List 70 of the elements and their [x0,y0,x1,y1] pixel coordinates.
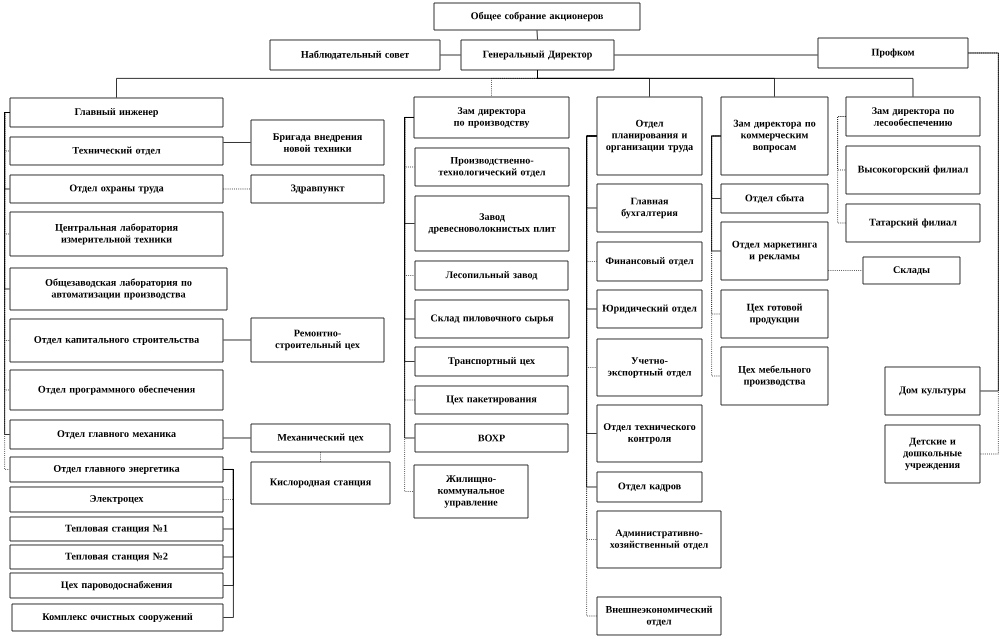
org-box: Профком [817,37,969,69]
org-box: Отдел планирования и организации труда [596,96,703,176]
org-box: Отдел программного обеспечения [9,369,224,411]
org-box: Отдел капитального строительства [9,318,224,363]
org-box: Отдел маркетинга и рекламы [720,221,829,281]
org-box: Транспортный цех [414,346,569,377]
org-box: Зам директора по производству [413,96,570,139]
org-box: Тепловая станция №1 [9,516,224,542]
org-box: Учетно-экспортный отдел [596,338,703,397]
connector-line [537,70,914,97]
org-box: Цех готовой продукции [720,289,829,339]
org-box: Административно-хозяйственный отдел [596,510,722,569]
org-box: Бригада внедрения новой техники [250,119,385,166]
org-box: Цех пароводоснабжения [9,572,224,599]
org-box: ВОХР [414,423,569,453]
org-box: Здравпункт [250,174,385,204]
org-box: Общезаводская лаборатория по автоматизации производства [9,267,228,311]
org-box: Главная бухгалтерия [596,183,703,233]
org-box: Центральная лаборатория измерительной техники [9,211,224,257]
org-box: Дом культуры [884,366,981,416]
org-box: Производственно-технологический отдел [414,147,570,187]
connector-line [837,116,846,224]
org-box: Отдел главного механика [9,419,224,450]
org-box: Высокогорский филиал [845,145,981,195]
org-box: Электроцех [9,486,224,513]
connector-line [711,135,721,377]
org-box: Цех мебельного производства [720,346,829,406]
org-box: Генеральный Директор [460,39,615,71]
org-box: Комплекс очистных сооружений [11,603,224,632]
org-box: Механический цех [250,423,391,453]
org-box: Завод древесноволокнистых плит [414,195,570,252]
org-box: Склады [862,256,961,285]
connector-line [586,135,597,617]
org-box: Наблюдательный совет [269,39,441,71]
org-box: Татарский филиал [845,203,981,243]
connector-line [223,339,251,341]
org-box: Жилищно-коммунальное управление [413,464,529,519]
org-box: Главный инженер [9,97,224,128]
org-box: Лесопильный завод [414,260,569,291]
connector-line [614,54,818,56]
org-box: Финансовый отдел [596,241,703,282]
org-box: Тепловая станция №2 [9,544,224,570]
org-box: Отдел сбыта [720,183,829,214]
org-box: Отдел охраны труда [9,174,224,204]
org-box: Отдел технического контроля [596,404,703,463]
org-box: Общее собрание акционеров [433,2,641,31]
connector-line [536,30,538,40]
org-box: Ремонтно-строительный цех [250,317,385,363]
org-box: Кислородная станция [250,461,391,505]
connector-line [711,135,721,252]
org-box: Склад пиловочного сырья [414,299,570,339]
connector-line [968,52,999,392]
org-box: Детские и дошкольные учреждения [884,424,981,484]
org-box: Технический отдел [9,136,224,166]
connector-line [223,188,251,190]
connector-line [320,452,321,462]
org-box: Цех пакетирования [414,385,569,415]
org-box: Отдел главного энергетика [9,456,224,483]
org-box: Юридический отдел [596,289,703,329]
connector-line [223,142,251,143]
org-box: Внешнеэкономический отдел [596,596,722,636]
connector-line [968,52,999,455]
connector-line [404,117,414,492]
org-box: Зам директора по коммерческим вопросам [720,96,829,176]
connector-line [828,270,863,271]
connector-line [223,437,251,439]
org-box: Зам директора по лесообеспечению [845,96,981,137]
connector-line [223,469,234,618]
connector-line [440,54,461,56]
org-box: Отдел кадров [596,471,703,503]
